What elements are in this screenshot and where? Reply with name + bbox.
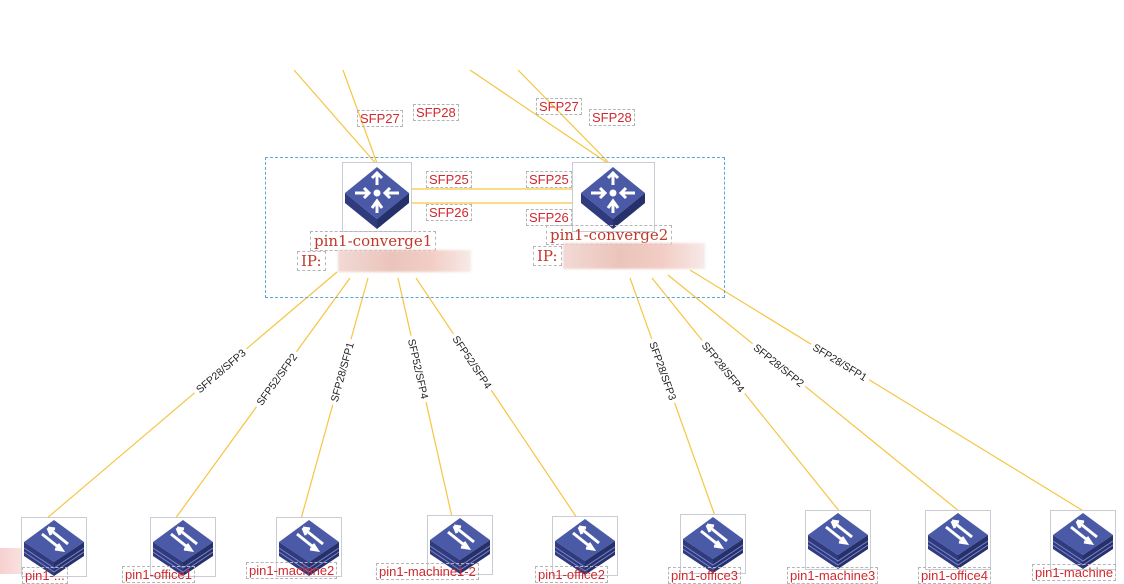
link-port-label: SFP52/SFP4 <box>449 334 493 392</box>
converge1-port-sfp25: SFP25 <box>426 171 472 188</box>
access-switch-node[interactable] <box>276 517 342 577</box>
access-switch-icon <box>429 518 491 574</box>
converge2-node[interactable] <box>572 162 655 232</box>
link-port-label: SFP28/SFP2 <box>751 342 806 390</box>
access-switch-name-label: pin1-office4 <box>918 567 991 584</box>
access-switch-icon <box>554 519 616 575</box>
link-label-group: SFP52/SFP4 <box>405 334 433 404</box>
access-switch-node[interactable] <box>805 510 871 570</box>
link-port-label: SFP28/SFP1 <box>810 342 869 384</box>
converge2-name-label: pin1-converge2 <box>546 225 673 245</box>
link-label-group: SFP52/SFP2 <box>250 347 302 411</box>
access-switch-name-label: pin1-office2 <box>535 566 608 583</box>
converge1-name-label: pin1-converge1 <box>310 231 437 251</box>
core-switch-icon <box>345 167 409 229</box>
converge1-uplink-port-sfp28: SFP28 <box>413 104 459 121</box>
converge1-ip-redacted <box>338 250 471 272</box>
access-switch-icon <box>152 520 214 576</box>
link-label-bg <box>748 338 810 392</box>
link-label-group: SFP28/SFP4 <box>697 336 751 398</box>
access-switch-icon <box>1052 513 1114 569</box>
uplink-line[interactable] <box>342 69 379 167</box>
converge2-ip-label: IP: <box>533 246 562 266</box>
access-switch-name-label: pin1-machine1-2 <box>376 563 479 580</box>
link-label-group: SFP28/SFP1 <box>807 338 873 385</box>
downlink-line[interactable] <box>415 277 578 519</box>
link-port-label: SFP28/SFP4 <box>699 340 747 395</box>
downlink-line[interactable] <box>667 274 961 513</box>
access-switch-name-label: pin1-... <box>22 567 68 584</box>
converge1-uplink-port-sfp27: SFP27 <box>357 110 403 127</box>
converge2-uplink-port-sfp28: SFP28 <box>589 109 635 126</box>
link-label-bg <box>807 338 873 385</box>
link-label-bg <box>326 337 357 407</box>
link-label-group: SFP28/SFP3 <box>190 343 251 398</box>
link-label-bg <box>697 336 751 398</box>
access-switch-name-label: pin1-office3 <box>668 567 741 584</box>
access-switch-name-label: pin1-office1 <box>122 566 195 583</box>
access-switch-node[interactable] <box>925 510 991 570</box>
access-switch-name-label: pin1-machine <box>1032 564 1117 581</box>
access-switch-icon <box>807 513 869 569</box>
converge-group-box[interactable] <box>265 157 725 298</box>
access-switch-name-label: pin1-machine3 <box>787 567 879 584</box>
link-port-label: SFP28/SFP3 <box>194 347 249 396</box>
link-port-label: SFP52/SFP4 <box>405 338 430 401</box>
converge1-ip-label: IP: <box>297 251 326 271</box>
access-switch-name-label: pin1-machine2 <box>246 562 338 579</box>
access-switch-icon <box>278 520 340 576</box>
downlink-line[interactable] <box>45 271 338 520</box>
uplink-line[interactable] <box>469 69 613 167</box>
link-label-bg <box>250 347 302 411</box>
link-label-group: SFP28/SFP3 <box>646 336 682 405</box>
access-switch-icon <box>682 517 744 573</box>
link-port-label: SFP52/SFP2 <box>254 351 300 408</box>
access-switch-node[interactable] <box>150 517 216 577</box>
link-label-group: SFP52/SFP4 <box>448 329 498 394</box>
link-port-label: SFP28/SFP1 <box>329 341 357 403</box>
access-switch-icon <box>927 513 989 569</box>
converge2-uplink-port-sfp27: SFP27 <box>536 98 582 115</box>
access-switch-node[interactable] <box>427 515 493 575</box>
link-label-bg <box>646 336 682 405</box>
link-label-group: SFP28/SFP1 <box>326 337 357 407</box>
link-label-bg <box>190 343 251 398</box>
link-label-bg <box>448 329 498 394</box>
core-switch-icon <box>581 167 645 229</box>
converge2-port-sfp25: SFP25 <box>526 171 572 188</box>
access-switch-node[interactable] <box>680 514 746 574</box>
converge1-node[interactable] <box>342 162 412 232</box>
downlink-line[interactable] <box>689 269 1086 513</box>
converge2-port-sfp26: SFP26 <box>526 209 572 226</box>
access-switch-node[interactable] <box>1050 510 1116 570</box>
uplink-line[interactable] <box>293 69 379 167</box>
link-label-group: SFP28/SFP2 <box>748 338 810 392</box>
converge1-port-sfp26: SFP26 <box>426 204 472 221</box>
downlink-line[interactable] <box>651 277 841 513</box>
uplink-line[interactable] <box>517 69 613 167</box>
converge2-ip-redacted <box>563 243 705 269</box>
link-label-bg <box>405 334 433 404</box>
